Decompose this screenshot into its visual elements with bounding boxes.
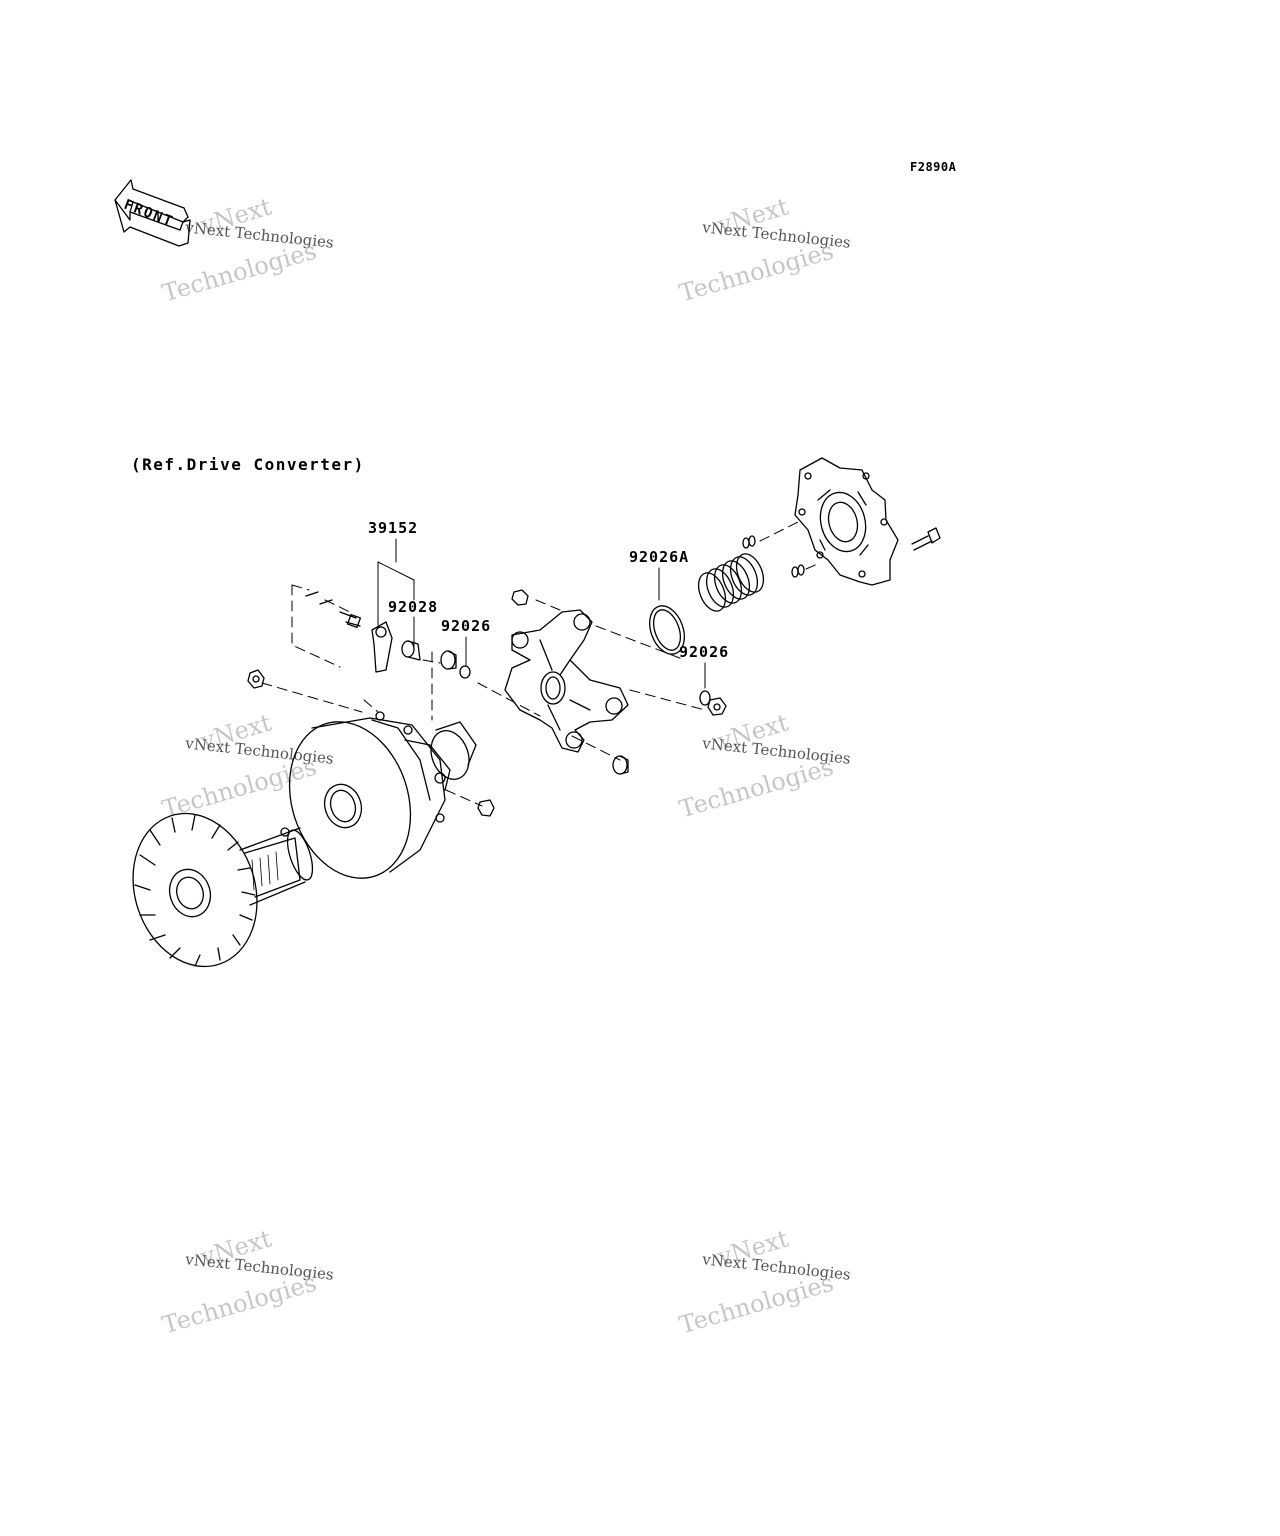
callout-92026-left: 92026 — [441, 617, 492, 635]
cap-left — [440, 650, 457, 670]
spider-assembly — [504, 609, 629, 753]
weight-pin — [305, 591, 362, 629]
assembly-dash-lines — [261, 519, 821, 807]
weight-arm — [371, 621, 393, 673]
small-pins — [742, 535, 805, 578]
callout-92026A: 92026A — [629, 548, 690, 566]
bushing-sleeve — [430, 721, 477, 780]
bolt — [911, 527, 941, 551]
callout-92026-right: 92026 — [679, 643, 730, 661]
washer-left — [459, 665, 471, 679]
nut-right — [707, 697, 727, 716]
roller — [401, 640, 421, 661]
callout-92028: 92028 — [388, 598, 439, 616]
reference-note: (Ref.Drive Converter) — [131, 455, 365, 474]
spring — [697, 553, 765, 612]
cap-spider-bottom — [612, 755, 629, 775]
nut-spider-top — [511, 589, 529, 606]
cover-plate — [794, 457, 899, 586]
washer-right — [699, 690, 711, 706]
front-arrow-icon: FRONT — [114, 179, 191, 247]
fixed-sheave — [132, 812, 314, 968]
callout-39152: 39152 — [368, 519, 419, 537]
diagram-code: F2890A — [910, 160, 957, 174]
movable-sheave — [288, 711, 451, 879]
callout-leaders — [377, 538, 706, 689]
nut-bottom — [477, 799, 495, 817]
nut-small-left — [247, 669, 265, 689]
ring-92026A — [649, 605, 685, 655]
